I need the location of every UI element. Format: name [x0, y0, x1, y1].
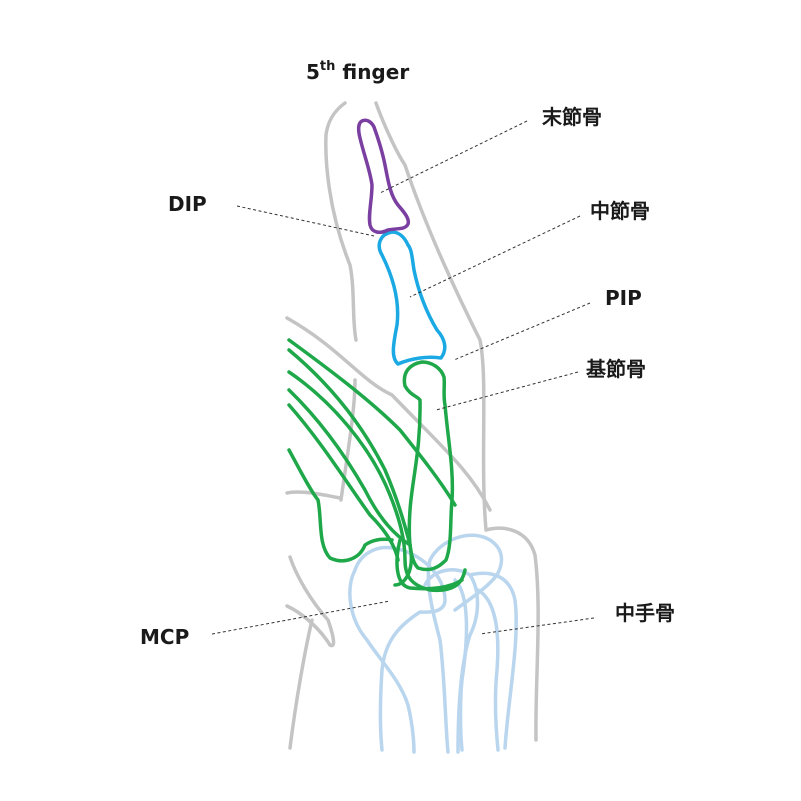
leader-lines: [211, 120, 595, 635]
label-dip: DIP: [168, 192, 207, 216]
leader-middle-phalanx: [409, 215, 581, 298]
skin-outline: [285, 101, 540, 750]
proximal-phalanx-and-tendons: [287, 338, 467, 593]
distal-phalanx-bone: [356, 118, 411, 235]
label-mcp: MCP: [140, 625, 190, 649]
label-middle-phalanx: 中節骨: [590, 199, 650, 223]
leader-pip: [453, 302, 591, 361]
finger-title-number: 5: [306, 60, 320, 84]
leader-metacarpal: [479, 617, 595, 635]
label-metacarpal: 中手骨: [615, 601, 675, 625]
leader-proximal-phalanx: [435, 371, 579, 411]
leader-mcp: [211, 600, 391, 635]
metacarpal-bones: [348, 533, 518, 754]
finger-title: 5th finger: [306, 59, 410, 84]
leader-dip: [236, 205, 375, 237]
label-distal-phalanx: 末節骨: [542, 105, 602, 129]
middle-phalanx-bone: [377, 230, 447, 366]
label-pip: PIP: [605, 286, 642, 310]
finger-title-suffix: th: [319, 59, 336, 74]
finger-title-word: finger: [335, 60, 410, 84]
label-proximal-phalanx: 基節骨: [586, 357, 646, 381]
